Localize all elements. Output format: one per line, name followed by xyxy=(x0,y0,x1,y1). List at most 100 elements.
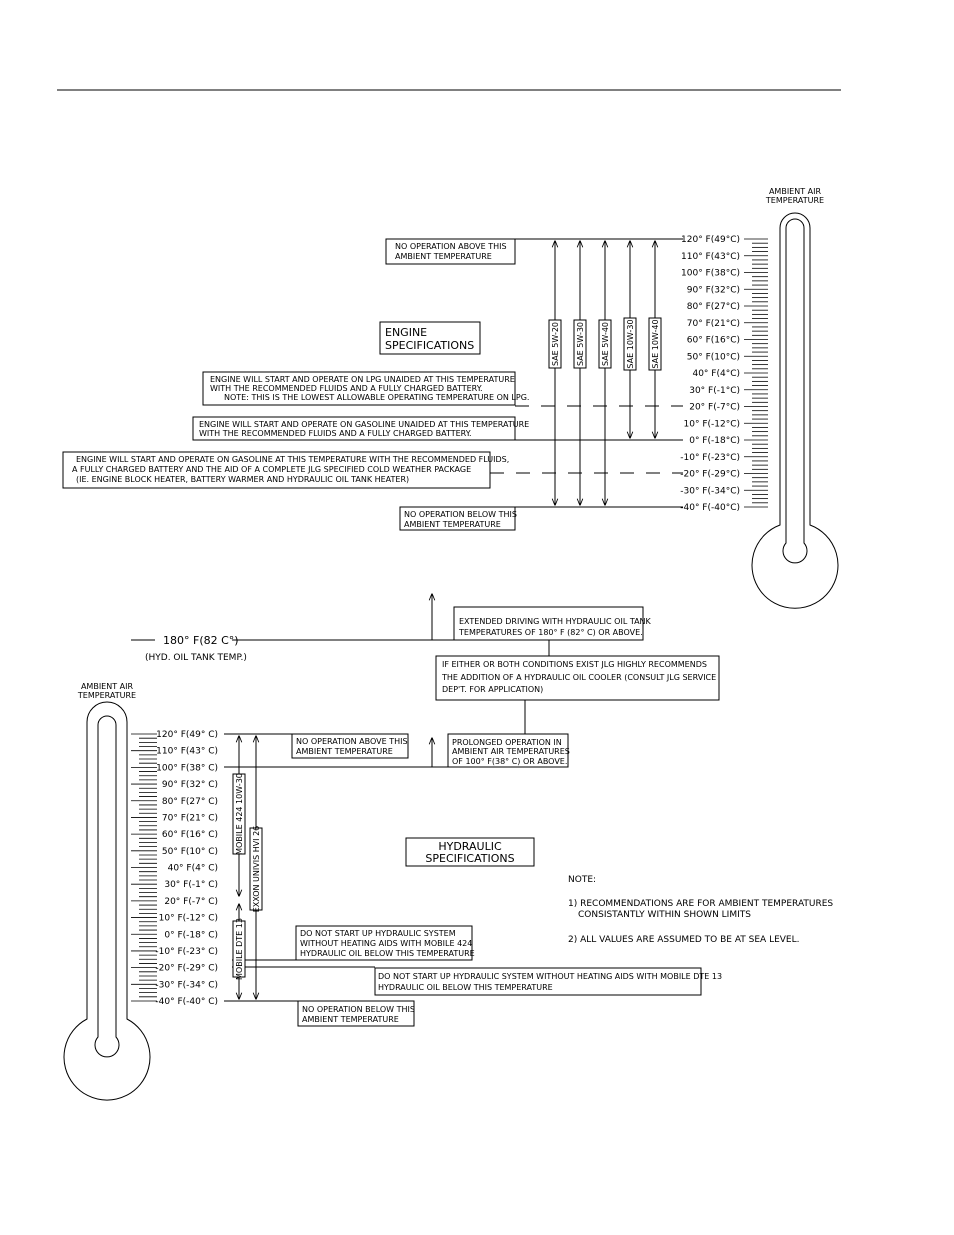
engine-scale-label: 70° F(21°C) xyxy=(687,319,740,329)
hydraulic-thermometer-ticks xyxy=(131,733,157,1002)
hydraulic-scale-label: 30° F(-1° C) xyxy=(164,880,218,890)
oil-label-exxon-univis: EXXON UNIVIS HVI 26 xyxy=(249,826,263,913)
svg-text:MOBILE 424 10W-30: MOBILE 424 10W-30 xyxy=(235,773,244,855)
svg-text:SAE 5W-40: SAE 5W-40 xyxy=(601,322,610,366)
svg-text:(HYD. OIL TANK TEMP.): (HYD. OIL TANK TEMP.) xyxy=(145,653,247,663)
engine-thermometer xyxy=(744,212,839,609)
engine-scale-label: 110° F(43°C) xyxy=(681,252,740,262)
engine-scale-label: 90° F(32°C) xyxy=(687,285,740,295)
engine-scale-label: 50° F(10°C) xyxy=(687,352,740,362)
svg-text:HYDRAULIC OIL BELOW THIS TEMPE: HYDRAULIC OIL BELOW THIS TEMPERATURE xyxy=(378,983,553,992)
oil-label-sae-5w-40: SAE 5W-40 xyxy=(598,319,612,369)
svg-text:SAE 5W-20: SAE 5W-20 xyxy=(551,322,560,366)
oil-label-mobile-dte-13: MOBILE DTE 13 xyxy=(232,918,246,980)
tank-temperature-marker: 180° F(82 C°) (HYD. OIL TANK TEMP.) xyxy=(131,634,454,663)
engine-scale-label: 100° F(38°C) xyxy=(681,269,740,279)
engine-scale-label: -30° F(-34°C) xyxy=(680,486,740,496)
svg-text:ENGINE: ENGINE xyxy=(385,326,427,339)
svg-text:EXTENDED DRIVING WITH HYDRAULI: EXTENDED DRIVING WITH HYDRAULIC OIL TANK xyxy=(459,617,652,626)
hydraulic-section: AMBIENT AIR TEMPERATURE 120° F(49° C)110… xyxy=(63,594,833,1101)
engine-scale-label: -10° F(-23°C) xyxy=(680,453,740,463)
svg-text:NOTE:: NOTE: xyxy=(568,875,596,885)
engine-scale-label: 60° F(16°C) xyxy=(687,336,740,346)
svg-text:IF EITHER OR BOTH CONDITIONS E: IF EITHER OR BOTH CONDITIONS EXIST JLG H… xyxy=(442,660,707,669)
engine-scale-label: 10° F(-12°C) xyxy=(684,419,741,429)
svg-text:TEMPERATURE: TEMPERATURE xyxy=(765,196,824,205)
svg-text:MOBILE DTE 13: MOBILE DTE 13 xyxy=(235,918,244,980)
hydraulic-scale-label: -20° F(-29° C) xyxy=(155,964,218,974)
svg-text:DO NOT START UP HYDRAULIC SYST: DO NOT START UP HYDRAULIC SYSTEM WITHOUT… xyxy=(378,972,722,981)
svg-text:1) RECOMMENDATIONS ARE FOR AMB: 1) RECOMMENDATIONS ARE FOR AMBIENT TEMPE… xyxy=(568,899,833,909)
svg-text:DEP'T. FOR APPLICATION): DEP'T. FOR APPLICATION) xyxy=(442,685,543,694)
svg-text:SAE 10W-30: SAE 10W-30 xyxy=(626,319,635,368)
hydraulic-note-mobile424: DO NOT START UP HYDRAULIC SYSTEM WITHOUT… xyxy=(295,925,475,961)
svg-text:THE ADDITION OF A HYDRAULIC OI: THE ADDITION OF A HYDRAULIC OIL COOLER (… xyxy=(441,673,716,682)
hydraulic-scale-label: 0° F(-18° C) xyxy=(164,930,218,940)
hydraulic-note-below: NO OPERATION BELOW THIS AMBIENT TEMPERAT… xyxy=(297,1000,415,1027)
svg-text:NO OPERATION BELOW THIS: NO OPERATION BELOW THIS xyxy=(302,1005,415,1014)
oil-label-sae-5w-30: SAE 5W-30 xyxy=(573,319,587,369)
engine-ambient-label: AMBIENT AIR TEMPERATURE xyxy=(765,187,824,205)
svg-text:AMBIENT AIR: AMBIENT AIR xyxy=(769,187,822,196)
hydraulic-note-above: NO OPERATION ABOVE THIS AMBIENT TEMPERAT… xyxy=(291,733,409,759)
hydraulic-note-prolonged: PROLONGED OPERATION IN AMBIENT AIR TEMPE… xyxy=(447,733,570,768)
svg-text:SPECIFICATIONS: SPECIFICATIONS xyxy=(385,339,474,352)
svg-text:SAE 5W-30: SAE 5W-30 xyxy=(576,322,585,366)
engine-note-below: NO OPERATION BELOW THIS AMBIENT TEMPERAT… xyxy=(399,506,517,531)
hydraulic-scale-label: 50° F(10° C) xyxy=(162,847,218,857)
svg-text:NO OPERATION ABOVE THIS: NO OPERATION ABOVE THIS xyxy=(296,737,408,746)
engine-thermometer-ticks xyxy=(744,238,768,508)
hydraulic-scale-label: -10° F(-23° C) xyxy=(155,947,218,957)
svg-text:AMBIENT AIR TEMPERATURES: AMBIENT AIR TEMPERATURES xyxy=(452,747,570,756)
oil-label-mobile-424: MOBILE 424 10W-30 xyxy=(232,773,246,855)
engine-scale-label: -40° F(-40°C) xyxy=(680,503,740,513)
engine-section: AMBIENT AIR TEMPERATURE 120° F(49°C) 110°… xyxy=(62,187,839,609)
svg-text:SAE 10W-40: SAE 10W-40 xyxy=(651,319,660,368)
engine-oil-ranges: SAE 5W-20 SAE 5W-30 SAE 5W-40 SAE 10W-30… xyxy=(548,241,662,505)
svg-text:WITHOUT HEATING AIDS WITH MOBI: WITHOUT HEATING AIDS WITH MOBILE 424 xyxy=(300,939,472,948)
oil-label-sae-10w-40: SAE 10W-40 xyxy=(648,317,662,371)
svg-text:AMBIENT TEMPERATURE: AMBIENT TEMPERATURE xyxy=(302,1015,399,1024)
hydraulic-note-cooler: IF EITHER OR BOTH CONDITIONS EXIST JLG H… xyxy=(435,655,720,701)
svg-text:WITH THE RECOMMENDED FLUIDS AN: WITH THE RECOMMENDED FLUIDS AND A FULLY … xyxy=(199,429,472,438)
engine-note-lpg: ENGINE WILL START AND OPERATE ON LPG UNA… xyxy=(202,371,529,406)
svg-text:PROLONGED OPERATION IN: PROLONGED OPERATION IN xyxy=(452,738,562,747)
svg-text:DO NOT START UP HYDRAULIC SYST: DO NOT START UP HYDRAULIC SYSTEM xyxy=(300,929,456,938)
svg-text:A FULLY CHARGED BATTERY AND TH: A FULLY CHARGED BATTERY AND THE AID OF A… xyxy=(72,465,471,474)
general-notes: NOTE: 1) RECOMMENDATIONS ARE FOR AMBIENT… xyxy=(568,875,833,945)
hydraulic-scale-label: 20° F(-7° C) xyxy=(164,897,218,907)
svg-text:NO OPERATION BELOW THIS: NO OPERATION BELOW THIS xyxy=(404,510,517,519)
engine-scale-label: -20° F(-29°C) xyxy=(680,470,740,480)
svg-text:2) ALL VALUES ARE ASSUMED TO B: 2) ALL VALUES ARE ASSUMED TO BE AT SEA L… xyxy=(568,935,799,945)
svg-text:ENGINE WILL START AND OPERATE: ENGINE WILL START AND OPERATE ON GASOLIN… xyxy=(199,420,529,429)
engine-temperature-scale: 120° F(49°C) 110° F(43°C) 100° F(38°C) 90° … xyxy=(680,235,740,513)
hydraulic-ambient-label: AMBIENT AIR TEMPERATURE xyxy=(77,682,136,700)
svg-text:HYDRAULIC OIL BELOW THIS TEMPE: HYDRAULIC OIL BELOW THIS TEMPERATURE xyxy=(300,949,475,958)
oil-label-sae-5w-20: SAE 5W-20 xyxy=(548,319,562,369)
svg-text:ENGINE WILL START AND OPERATE: ENGINE WILL START AND OPERATE ON GASOLIN… xyxy=(76,455,509,464)
engine-scale-label: 120° F(49°C) xyxy=(681,235,740,245)
hydraulic-scale-label: 70° F(21° C) xyxy=(162,813,218,823)
svg-text:AMBIENT TEMPERATURE: AMBIENT TEMPERATURE xyxy=(296,747,393,756)
hydraulic-scale-label: 60° F(16° C) xyxy=(162,830,218,840)
hydraulic-scale-label: -30° F(-34° C) xyxy=(155,980,218,990)
hydraulic-title: HYDRAULIC SPECIFICATIONS xyxy=(405,837,535,867)
svg-text:NO OPERATION ABOVE THIS: NO OPERATION ABOVE THIS xyxy=(395,242,507,251)
svg-text:OF 100° F(38° C) OR ABOVE.: OF 100° F(38° C) OR ABOVE. xyxy=(452,757,567,766)
svg-text:AMBIENT AIR: AMBIENT AIR xyxy=(81,682,134,691)
engine-scale-label: 20° F(-7°C) xyxy=(689,403,740,413)
engine-scale-label: 0° F(-18°C) xyxy=(689,436,740,446)
hydraulic-thermometer xyxy=(63,701,157,1101)
svg-text:180° F(82 C°): 180° F(82 C°) xyxy=(163,634,239,647)
engine-scale-label: 30° F(-1°C) xyxy=(689,386,740,396)
svg-text:AMBIENT TEMPERATURE: AMBIENT TEMPERATURE xyxy=(395,252,492,261)
svg-text:EXXON UNIVIS HVI 26: EXXON UNIVIS HVI 26 xyxy=(252,826,261,913)
hydraulic-scale-label: 100° F(38° C) xyxy=(156,763,218,773)
svg-text:NOTE: THIS IS THE LOWEST ALLOW: NOTE: THIS IS THE LOWEST ALLOWABLE OPERA… xyxy=(224,393,529,402)
hydraulic-scale-label: 110° F(43° C) xyxy=(156,747,218,757)
hydraulic-scale-label: 10° F(-12° C) xyxy=(159,914,218,924)
svg-text:ENGINE WILL START AND OPERATE: ENGINE WILL START AND OPERATE ON LPG UNA… xyxy=(210,375,515,384)
svg-text:AMBIENT TEMPERATURE: AMBIENT TEMPERATURE xyxy=(404,520,501,529)
engine-note-above: NO OPERATION ABOVE THIS AMBIENT TEMPERAT… xyxy=(385,238,516,265)
